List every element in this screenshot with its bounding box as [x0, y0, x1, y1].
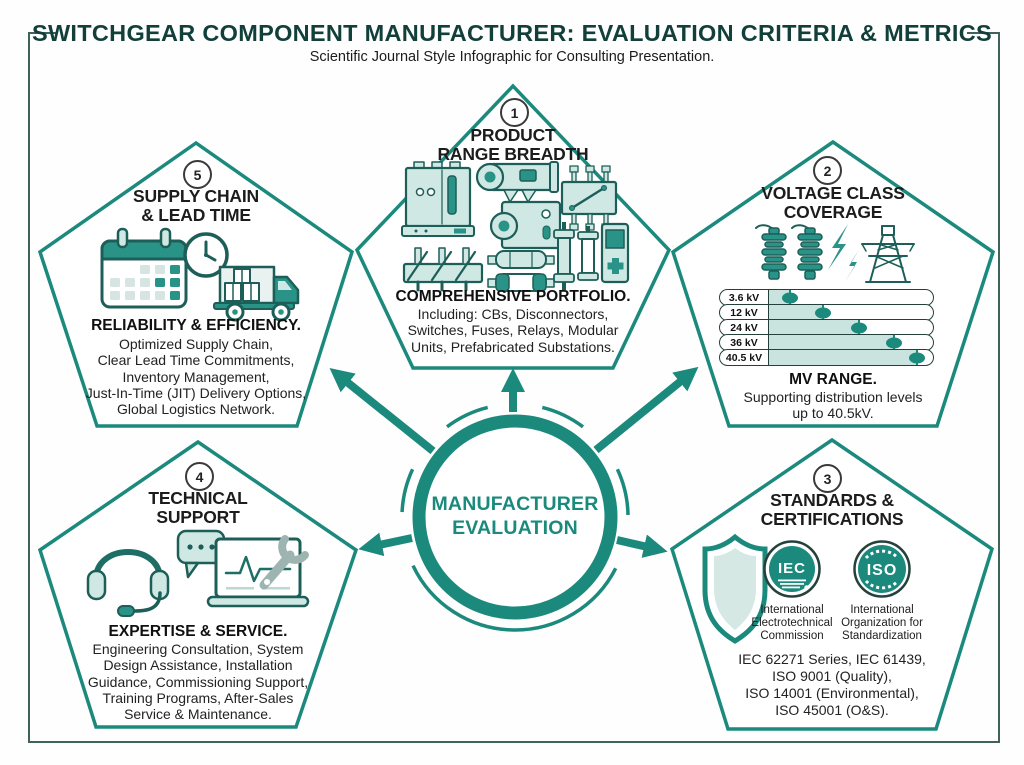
- voltage-row: 3.6 kV: [719, 289, 934, 306]
- delivery-truck-icon: [213, 265, 300, 322]
- control-module-icon: [553, 222, 630, 290]
- laptop-diagnostics-icon: [206, 537, 310, 608]
- iso-badge-caption: International Organization for Standardi…: [841, 604, 923, 642]
- arrow-to-voltage: [593, 366, 699, 454]
- iec-badge-caption: International Electrotechnical Commissio…: [751, 604, 833, 642]
- pentagon-3-standards-shape: [669, 437, 995, 731]
- current-transformer-icon: [475, 161, 562, 250]
- voltage-row-bar: [769, 305, 933, 320]
- voltage-row-marker: [908, 352, 925, 363]
- voltage-row-label: 40.5 kV: [720, 350, 769, 365]
- supply-chain-icons: [100, 227, 300, 322]
- voltage-row-marker: [885, 337, 902, 348]
- voltage-row: 36 kV: [719, 334, 934, 351]
- center-hub-label: MANUFACTURER EVALUATION: [431, 493, 599, 539]
- circuit-breaker-icon: [401, 161, 475, 237]
- voltage-row-fill: [769, 335, 894, 350]
- pentagon-4-support-shape: [37, 439, 359, 729]
- insulator-icon: [755, 224, 787, 280]
- voltage-row-marker: [782, 292, 799, 303]
- voltage-row-label: 3.6 kV: [720, 290, 769, 305]
- voltage-row-marker: [815, 307, 832, 318]
- product-components-icons: [401, 161, 630, 292]
- pentagon-3-title: STANDARDS & CERTIFICATIONS: [760, 490, 904, 529]
- iec-badge-label: IEC: [778, 560, 806, 577]
- pentagon-2-metric: MV RANGE.: [789, 371, 877, 388]
- pentagon-4-number-badge: 4: [185, 462, 214, 491]
- voltage-row-fill: [769, 350, 917, 365]
- insulator-icon: [791, 224, 823, 280]
- pentagon-3-number-badge: 3: [813, 464, 842, 493]
- pentagon-2-title: VOLTAGE CLASS COVERAGE: [761, 183, 905, 222]
- transmission-tower-icon: [861, 225, 915, 283]
- pentagon-4-description: Engineering Consultation, System Design …: [87, 641, 309, 723]
- voltage-row-fill: [769, 305, 824, 320]
- page-subtitle: Scientific Journal Style Infographic for…: [309, 49, 715, 65]
- iso-badge-icon: ISO: [853, 540, 911, 598]
- voltage-row-label: 12 kV: [720, 305, 769, 320]
- lightning-bolt-icon: [828, 224, 859, 282]
- certification-shield-icon: [702, 533, 768, 644]
- voltage-row-label: 36 kV: [720, 335, 769, 350]
- clock-icon: [183, 232, 229, 278]
- headset-icon: [86, 549, 170, 617]
- voltage-row-bar: [769, 290, 933, 305]
- arrow-to-standards: [616, 534, 668, 558]
- pentagon-2-description: Supporting distribution levels up to 40.…: [743, 389, 923, 422]
- pentagon-1-description: Including: CBs, Disconnectors, Switches,…: [407, 306, 619, 355]
- support-icons: [86, 529, 310, 617]
- pentagon-5-supply-shape: [37, 140, 355, 428]
- voltage-icons: [755, 224, 915, 283]
- hub-arrows: [329, 366, 699, 558]
- calendar-icon: [100, 227, 188, 309]
- pentagon-1-metric: COMPREHENSIVE PORTFOLIO.: [395, 288, 631, 305]
- center-hub-ring: [412, 414, 618, 620]
- pentagon-5-number-badge: 5: [183, 160, 212, 189]
- wrench-icon: [259, 535, 309, 590]
- pentagon-3-description: IEC 62271 Series, IEC 61439, ISO 9001 (Q…: [738, 651, 926, 718]
- iec-badge-icon: IEC: [763, 540, 821, 598]
- voltage-row-label: 24 kV: [720, 320, 769, 335]
- center-hub-outer-arcs: [400, 405, 630, 632]
- iso-badge-label: ISO: [867, 562, 898, 579]
- fuses-icon: [487, 250, 555, 292]
- pentagon-4-metric: EXPERTISE & SERVICE.: [108, 623, 288, 640]
- voltage-row-marker: [851, 322, 868, 333]
- disconnector-icon: [402, 247, 484, 292]
- pentagon-5-description: Optimized Supply Chain, Clear Lead Time …: [85, 336, 307, 418]
- pentagon-2-number-badge: 2: [813, 156, 842, 185]
- pentagon-5-metric: RELIABILITY & EFFICIENCY.: [91, 317, 301, 334]
- page-title: SWITCHGEAR COMPONENT MANUFACTURER: EVALU…: [31, 20, 993, 46]
- voltage-row: 40.5 kV: [719, 349, 934, 366]
- pentagon-1-title: PRODUCT RANGE BREADTH: [437, 125, 589, 164]
- voltage-row-bar: [769, 335, 933, 350]
- voltage-row-bar: [769, 350, 933, 365]
- arrow-to-supply-chain: [329, 367, 436, 455]
- arrow-to-technical-support: [358, 532, 413, 557]
- voltage-row-fill: [769, 320, 860, 335]
- pentagon-4-title: TECHNICAL SUPPORT: [148, 488, 248, 527]
- pentagon-1-number-badge: 1: [500, 98, 529, 127]
- pentagon-5-title: SUPPLY CHAIN & LEAD TIME: [133, 186, 259, 225]
- voltage-row-bar: [769, 320, 933, 335]
- frame-border: [28, 32, 1000, 743]
